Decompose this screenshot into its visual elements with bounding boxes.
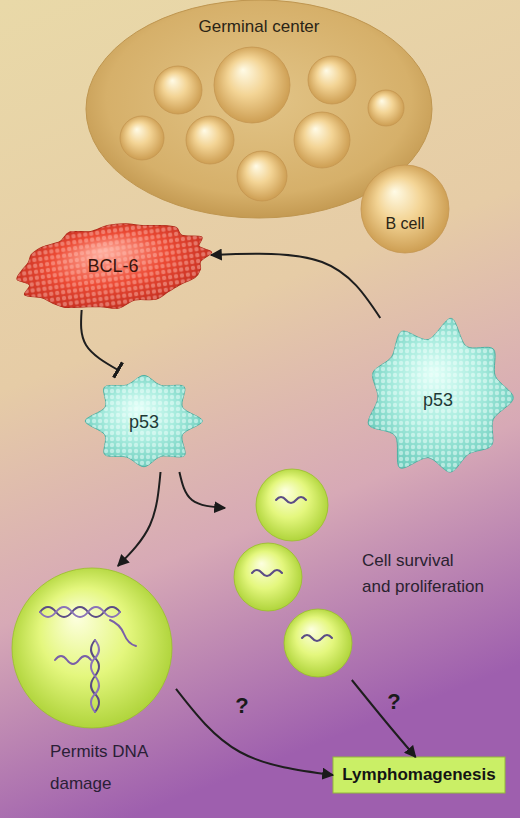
dna-strand — [55, 656, 91, 664]
connector — [179, 472, 225, 508]
dna-strand — [91, 640, 99, 712]
cell-bubble — [308, 56, 356, 104]
cell-bubble — [294, 112, 350, 168]
node-label: p53 — [85, 411, 203, 433]
dna-strand — [110, 620, 136, 646]
cell-bubble — [368, 90, 404, 126]
dna-strands — [40, 497, 332, 712]
bcl6-protein: BCL-6 — [15, 222, 211, 310]
protein-body — [11, 211, 217, 321]
bcl6-shape — [11, 211, 217, 321]
b-cell: B cell — [361, 165, 449, 253]
cell-sphere — [256, 469, 328, 541]
cell-bubble — [237, 151, 287, 201]
connector — [352, 680, 416, 757]
cell-bubble — [120, 116, 164, 160]
node-label: p53 — [362, 389, 514, 411]
cell-bubble — [214, 47, 290, 123]
cell-bubble — [186, 116, 234, 164]
proliferating-cells: Cell survival and proliferation — [225, 465, 510, 680]
dna-strand — [91, 640, 99, 712]
node-label: BCL-6 — [15, 255, 211, 277]
node-label: Cell survival and proliferation — [362, 548, 485, 600]
connector — [176, 689, 333, 775]
p53-protein: p53 — [362, 318, 514, 478]
node-shape — [10, 566, 176, 798]
dna-strand — [252, 570, 282, 576]
outcome-box: Lymphomagenesis — [333, 757, 505, 793]
dna-strand — [276, 497, 306, 503]
dna-strand — [302, 635, 332, 641]
p53-protein: p53 — [85, 370, 203, 472]
protein-body — [85, 375, 202, 466]
connector — [211, 254, 380, 318]
edge-label: ? — [387, 689, 400, 715]
dna-strand — [40, 607, 120, 617]
cell-bubble — [154, 66, 202, 114]
connector — [118, 472, 161, 566]
damaged-cell: Permits DNA damage — [10, 566, 176, 798]
node-label: Lymphomagenesis — [333, 764, 505, 786]
protein-texture — [11, 211, 217, 321]
edge-label: ? — [235, 693, 248, 719]
dna-strand — [40, 607, 120, 617]
node-label: Permits DNA damage — [50, 736, 152, 800]
node-shape — [361, 165, 449, 253]
cell-sphere — [12, 568, 172, 728]
protein-texture — [85, 375, 202, 466]
outcome-rect — [333, 757, 505, 793]
connector — [81, 310, 118, 370]
cell-sphere — [284, 609, 352, 677]
node-label: B cell — [361, 214, 449, 234]
germinal-center-cells — [120, 47, 404, 201]
node-label: Germinal center — [86, 16, 432, 38]
node-shape — [225, 465, 510, 680]
cell-sphere — [361, 165, 449, 253]
cell-sphere — [234, 543, 302, 611]
